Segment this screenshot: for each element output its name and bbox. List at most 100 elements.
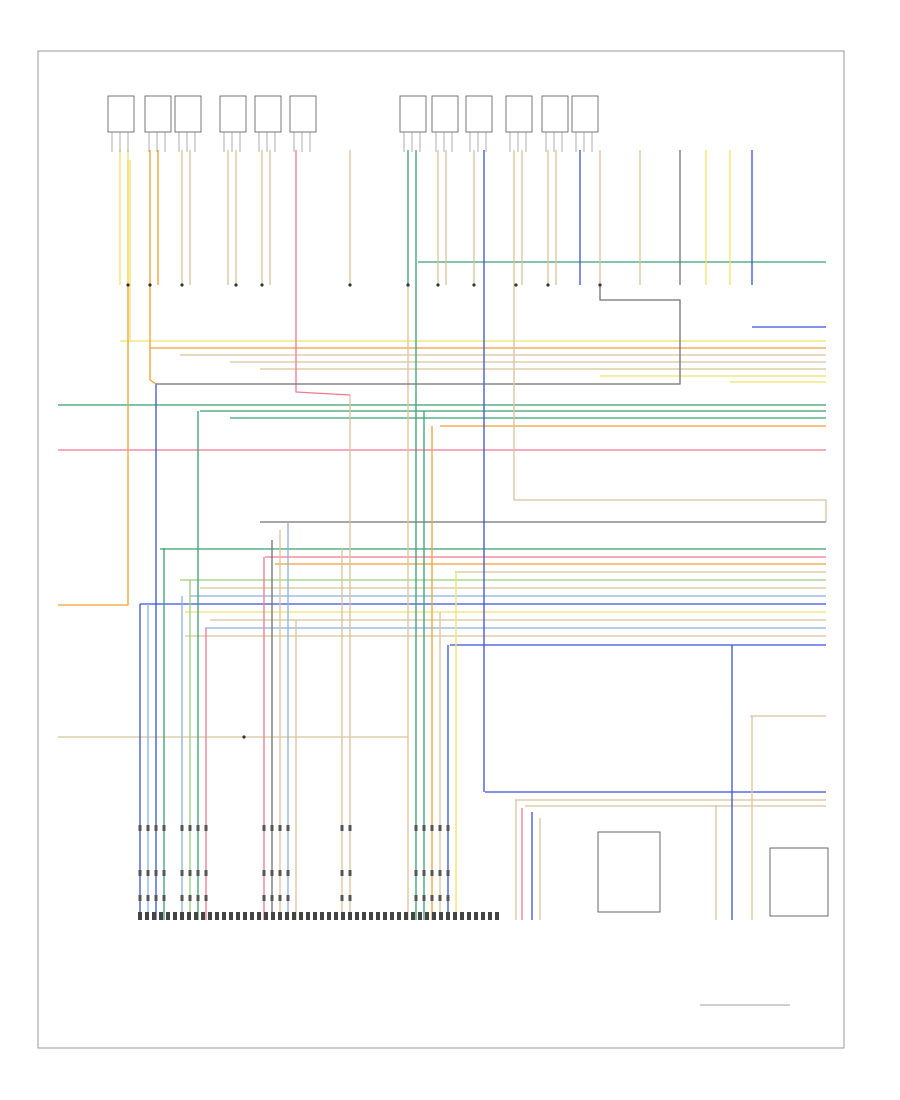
top-connector <box>465 95 493 133</box>
inline-connector <box>138 870 142 876</box>
splice-dot <box>126 283 130 287</box>
inline-connector <box>162 870 166 876</box>
terminal-pin <box>320 912 324 920</box>
branch-wire <box>58 160 129 606</box>
terminal-pin <box>411 912 415 920</box>
inline-connector <box>340 825 344 831</box>
inline-connector <box>414 870 418 876</box>
inline-connector <box>438 870 442 876</box>
inline-connector <box>154 895 158 901</box>
terminal-pin <box>159 912 163 920</box>
inline-connector <box>278 870 282 876</box>
wires-layer <box>58 150 827 920</box>
terminal-pin <box>481 912 485 920</box>
terminal-pin <box>222 912 226 920</box>
inline-connector <box>430 825 434 831</box>
inline-connector <box>204 825 208 831</box>
top-connector <box>289 95 317 133</box>
terminal-pin <box>390 912 394 920</box>
terminal-pin <box>369 912 373 920</box>
splice-dot <box>348 283 352 287</box>
terminal-pin <box>271 912 275 920</box>
terminal-pin <box>383 912 387 920</box>
inline-connector <box>270 825 274 831</box>
inline-connector <box>422 825 426 831</box>
inline-connector <box>162 825 166 831</box>
inline-connector <box>162 895 166 901</box>
terminal-pin <box>215 912 219 920</box>
loop-wire <box>156 285 681 385</box>
terminal-pin <box>418 912 422 920</box>
terminal-pin <box>334 912 338 920</box>
inline-connector <box>262 825 266 831</box>
inline-connector <box>180 895 184 901</box>
top-connector <box>144 95 172 133</box>
terminal-pin <box>439 912 443 920</box>
terminal-pin <box>474 912 478 920</box>
terminal-pin <box>201 912 205 920</box>
inline-connector <box>278 895 282 901</box>
inline-connector <box>204 895 208 901</box>
loop-wire <box>513 285 827 522</box>
top-connector <box>107 95 135 133</box>
inline-connector <box>286 895 290 901</box>
inline-connector <box>154 870 158 876</box>
terminal-pin <box>341 912 345 920</box>
inline-connector <box>188 825 192 831</box>
terminal-pin <box>264 912 268 920</box>
terminal-pin <box>488 912 492 920</box>
splice-dot <box>180 283 184 287</box>
terminal-pin <box>355 912 359 920</box>
terminal-pin <box>180 912 184 920</box>
terminal-pin <box>495 912 499 920</box>
inline-connector <box>180 870 184 876</box>
inline-connector <box>146 895 150 901</box>
inline-connector <box>138 825 142 831</box>
inline-connector <box>348 895 352 901</box>
terminal-pin <box>404 912 408 920</box>
terminal-pin <box>446 912 450 920</box>
inline-connector <box>204 870 208 876</box>
splice-dot <box>598 283 602 287</box>
top-connector <box>541 95 569 133</box>
inline-connector <box>422 895 426 901</box>
splice-dot <box>148 283 152 287</box>
component-box <box>769 847 829 917</box>
inline-connector <box>446 825 450 831</box>
top-connector <box>174 95 202 133</box>
inline-connector <box>196 825 200 831</box>
inline-connector <box>154 825 158 831</box>
terminal-pin <box>397 912 401 920</box>
terminal-pin <box>250 912 254 920</box>
inline-connector <box>286 870 290 876</box>
top-connector <box>505 95 533 133</box>
inline-connector <box>286 825 290 831</box>
terminal-pin <box>327 912 331 920</box>
inline-connector <box>146 870 150 876</box>
splice-dot <box>234 283 238 287</box>
loop-wire <box>149 285 157 385</box>
inline-connector <box>278 825 282 831</box>
inline-connector <box>188 870 192 876</box>
terminal-pin <box>313 912 317 920</box>
splice-dot <box>514 283 518 287</box>
component-box <box>597 831 661 913</box>
terminal-pin <box>425 912 429 920</box>
inline-connector <box>438 825 442 831</box>
connectors-layer <box>107 95 829 1006</box>
top-connector <box>254 95 282 133</box>
inline-connector <box>196 870 200 876</box>
top-connector <box>571 95 599 133</box>
terminal-pin <box>152 912 156 920</box>
terminal-pin <box>348 912 352 920</box>
inline-connector <box>270 895 274 901</box>
terminal-pin <box>278 912 282 920</box>
inline-connector <box>430 870 434 876</box>
terminal-pin <box>460 912 464 920</box>
terminal-pin <box>257 912 261 920</box>
terminal-pin <box>145 912 149 920</box>
terminal-pin <box>299 912 303 920</box>
inline-connector <box>340 895 344 901</box>
terminal-pin <box>376 912 380 920</box>
